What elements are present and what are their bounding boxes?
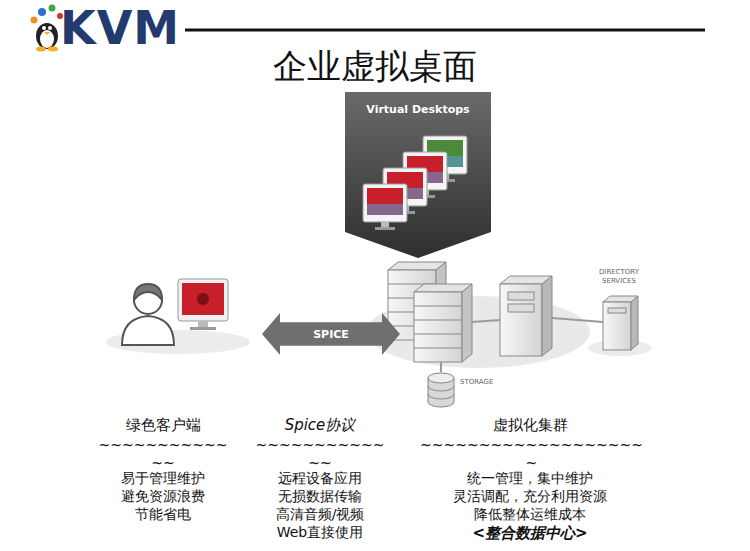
tilde-text: ~~~~~~~~~~~~~~~~~~~ ~ <box>420 436 643 472</box>
tilde-text: ~~~~~~~~~~~ ~~ <box>255 436 384 472</box>
kvm-logo-penguin <box>31 5 64 52</box>
virtual-desktops-panel: Virtual Desktops <box>345 92 491 258</box>
column-heading: Spice协议 <box>245 416 395 435</box>
directory-server <box>603 296 638 350</box>
panel-shape <box>345 92 491 258</box>
feature-line: 高清音频/视频 <box>245 506 395 524</box>
tilde-rule: ~~~~~~~~~~~ ~~ <box>88 436 238 472</box>
feature-line: Web直接使用 <box>245 524 395 542</box>
feature-line: 统一管理，集中维护 <box>420 470 640 488</box>
panel-heading: Virtual Desktops <box>345 92 491 116</box>
tilde-rule: ~~~~~~~~~~~ ~~ <box>245 436 395 472</box>
storage-label: STORAGE <box>460 378 493 387</box>
storage-cylinder <box>428 373 454 407</box>
feature-line: 节能省电 <box>88 506 238 524</box>
feature-line: 降低整体运维成本 <box>420 506 640 524</box>
feature-line: 远程设备应用 <box>245 470 395 488</box>
column-heading: 绿色客户端 <box>88 416 238 435</box>
header-rule <box>185 29 705 32</box>
logo-text: KVM <box>60 0 180 58</box>
feature-line: 灵活调配，充分利用资源 <box>420 488 640 506</box>
column-heading: 虚拟化集群 <box>420 416 640 435</box>
tilde-rule: ~~~~~~~~~~~~~~~~~~~ ~ <box>420 436 640 472</box>
spice-double-arrow: SPICE <box>262 313 400 355</box>
server-cluster <box>388 262 472 362</box>
feature-line: 无损数据传输 <box>245 488 395 506</box>
tower-server <box>500 276 552 356</box>
feature-line: 避免资源浪费 <box>88 488 238 506</box>
arrow-label: SPICE <box>262 313 400 341</box>
emphasis-line: <整合数据中心> <box>420 524 640 543</box>
client-monitor <box>178 279 228 330</box>
user-figure <box>122 284 174 345</box>
directory-label: DIRECTORY SERVICES <box>588 268 650 286</box>
feature-line: 易于管理维护 <box>88 470 238 488</box>
tilde-text: ~~~~~~~~~~~ ~~ <box>98 436 227 472</box>
